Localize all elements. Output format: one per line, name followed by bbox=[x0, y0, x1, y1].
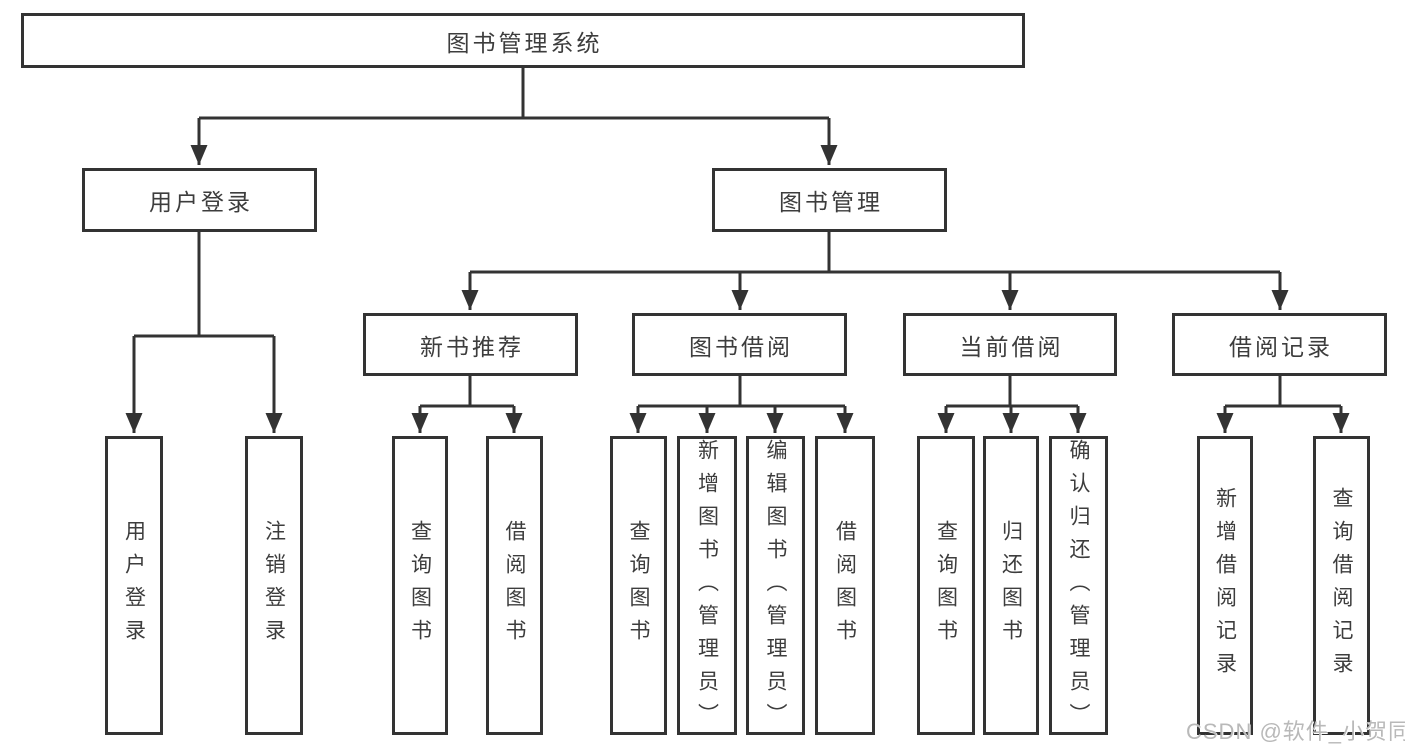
leaf-query-books-current-label: 查询图书 bbox=[934, 519, 958, 652]
leaf-add-book-admin: 新增图书（管理员） bbox=[677, 436, 737, 736]
leaf-query-books-recommend: 查询图书 bbox=[392, 436, 448, 735]
leaf-return-books: 归还图书 bbox=[983, 436, 1039, 735]
node-book-management: 图书管理 bbox=[712, 168, 947, 232]
node-borrowing-records: 借阅记录 bbox=[1172, 313, 1387, 376]
csdn-watermark: CSDN @软件_小贺同学 bbox=[1186, 719, 1405, 744]
connector-current-borrowing-split bbox=[946, 376, 1078, 408]
leaf-query-books-borrowing: 查询图书 bbox=[610, 436, 667, 735]
node-new-book-recommendation: 新书推荐 bbox=[363, 313, 578, 376]
leaf-query-books-borrowing-label: 查询图书 bbox=[627, 519, 650, 652]
connector-borrowing-records-split bbox=[1225, 376, 1341, 408]
leaf-confirm-return-admin: 确认归还（管理员） bbox=[1049, 436, 1108, 736]
leaf-borrow-books-borrowing: 借阅图书 bbox=[815, 436, 875, 735]
leaf-edit-book-admin: 编辑图书（管理员） bbox=[746, 436, 805, 736]
node-user-login: 用户登录 bbox=[82, 168, 317, 232]
leaf-borrow-books-recommend-label: 借阅图书 bbox=[503, 519, 526, 652]
leaf-query-books-recommend-label: 查询图书 bbox=[408, 519, 432, 652]
connector-root-split bbox=[199, 68, 829, 120]
connector-new-book-split bbox=[420, 376, 514, 408]
node-library-system: 图书管理系统 bbox=[21, 13, 1025, 68]
leaf-borrow-books-recommend: 借阅图书 bbox=[486, 436, 543, 735]
leaf-add-borrow-record-label: 新增借阅记录 bbox=[1213, 486, 1237, 685]
leaf-return-books-label: 归还图书 bbox=[999, 519, 1023, 652]
leaf-query-borrow-record-label: 查询借阅记录 bbox=[1330, 486, 1353, 685]
leaf-borrow-books-borrowing-label: 借阅图书 bbox=[833, 519, 857, 652]
leaf-user-login-label: 用户登录 bbox=[122, 519, 146, 652]
leaf-query-borrow-record: 查询借阅记录 bbox=[1313, 436, 1370, 735]
leaf-user-login: 用户登录 bbox=[105, 436, 163, 735]
leaf-edit-book-admin-label: 编辑图书（管理员） bbox=[764, 439, 787, 736]
leaf-add-book-admin-label: 新增图书（管理员） bbox=[695, 439, 719, 736]
connector-book-management-split bbox=[470, 232, 1280, 274]
connector-user-login-split bbox=[134, 232, 274, 338]
leaf-logout: 注销登录 bbox=[245, 436, 303, 735]
leaf-logout-label: 注销登录 bbox=[262, 519, 286, 652]
leaf-confirm-return-admin-label: 确认归还（管理员） bbox=[1067, 439, 1090, 736]
node-current-borrowing: 当前借阅 bbox=[903, 313, 1117, 376]
leaf-add-borrow-record: 新增借阅记录 bbox=[1197, 436, 1253, 735]
leaf-query-books-current: 查询图书 bbox=[917, 436, 975, 735]
connector-book-borrowing-split bbox=[638, 376, 845, 408]
node-book-borrowing: 图书借阅 bbox=[632, 313, 847, 376]
